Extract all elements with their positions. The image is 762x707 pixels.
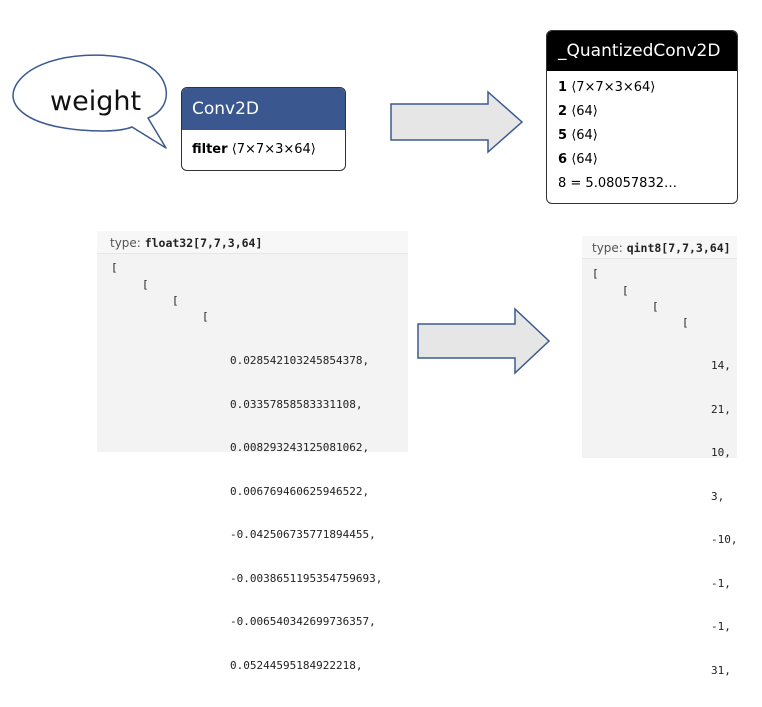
bracket-3: [ (652, 300, 659, 313)
input-shape: ⟨64⟩ (571, 152, 598, 167)
input-shape: ⟨64⟩ (571, 104, 598, 119)
filter-attr-name: filter (192, 142, 228, 157)
qint8-values: 14, 21, 10, 3, -10, -1, -1, 31, (711, 330, 738, 707)
int-value: 14, (711, 359, 731, 372)
type-label: type: (592, 241, 623, 255)
float-value: 0.006769460625946522, (230, 484, 370, 498)
bracket-3: [ (172, 294, 179, 307)
quantized-input-row[interactable]: 6 ⟨64⟩ (547, 148, 737, 172)
float32-panel-header (97, 231, 408, 254)
float32-type-value: float32[7,7,3,64] (144, 236, 263, 250)
bracket-4: [ (682, 316, 689, 329)
bubble-text: weight (50, 86, 142, 117)
int-value: 21, (711, 402, 731, 416)
qint8-type-line: type: qint8[7,7,3,64] (592, 241, 731, 255)
quantized-node-title: _QuantizedConv2D (547, 31, 737, 71)
int-value: 31, (711, 663, 731, 677)
qint8-type-value: qint8[7,7,3,64] (626, 241, 731, 255)
input-shape: ⟨7×7×3×64⟩ (571, 80, 656, 95)
bracket-1: [ (592, 267, 599, 280)
quantized-input-row[interactable]: 1 ⟨7×7×3×64⟩ (547, 76, 737, 100)
input-name: 1 (558, 80, 568, 95)
int-value: 3, (711, 489, 725, 503)
bracket-2: [ (142, 278, 149, 291)
input-name: 5 (558, 128, 568, 143)
bracket-4: [ (202, 310, 209, 323)
conv2d-node-title: Conv2D (182, 88, 345, 130)
quantized-conv2d-node[interactable]: _QuantizedConv2D 1 ⟨7×7×3×64⟩ 2 ⟨64⟩ 5 ⟨… (546, 30, 738, 204)
float-value: -0.0038651195354759693, (230, 571, 383, 585)
float-value: 0.008293243125081062, (230, 441, 370, 454)
quantized-input-row[interactable]: 2 ⟨64⟩ (547, 100, 737, 124)
bracket-1: [ (111, 261, 118, 274)
float-value: -0.042506735771894455, (230, 528, 376, 541)
float-value: -0.006540342699736357, (230, 615, 376, 628)
quantized-scalar-row[interactable]: 8 = 5.08057832… (558, 176, 677, 191)
quantized-input-row[interactable]: 5 ⟨64⟩ (547, 124, 737, 148)
int-value: -1, (711, 576, 731, 590)
conv2d-filter-attribute[interactable]: filter ⟨7×7×3×64⟩ (182, 130, 345, 170)
top-right-arrow (390, 90, 524, 154)
speech-bubble-shape (12, 54, 167, 149)
qint8-tensor-panel: type: qint8[7,7,3,64] [ [ [ [ 14, 21, 10… (582, 236, 738, 677)
bracket-2: [ (622, 284, 629, 297)
float-value: 0.05244595184922218, (230, 658, 363, 672)
input-shape: ⟨64⟩ (571, 128, 598, 143)
type-label: type: (110, 236, 141, 250)
int-value: -10, (711, 533, 738, 546)
int-value: 10, (711, 446, 731, 459)
bottom-right-arrow (417, 307, 551, 375)
float-value: 0.03357858583331108, (230, 397, 363, 411)
input-name: 2 (558, 104, 568, 119)
float32-type-line: type: float32[7,7,3,64] (110, 236, 262, 250)
input-name: 6 (558, 152, 568, 167)
conv2d-node[interactable]: Conv2D filter ⟨7×7×3×64⟩ (181, 87, 346, 171)
qint8-panel-header (582, 236, 737, 259)
quantized-node-inputs: 1 ⟨7×7×3×64⟩ 2 ⟨64⟩ 5 ⟨64⟩ 6 ⟨64⟩ 8 = 5.… (547, 71, 737, 196)
float-value: 0.028542103245854378, (230, 354, 370, 367)
int-value: -1, (711, 620, 731, 633)
filter-attr-value: ⟨7×7×3×64⟩ (231, 142, 316, 157)
